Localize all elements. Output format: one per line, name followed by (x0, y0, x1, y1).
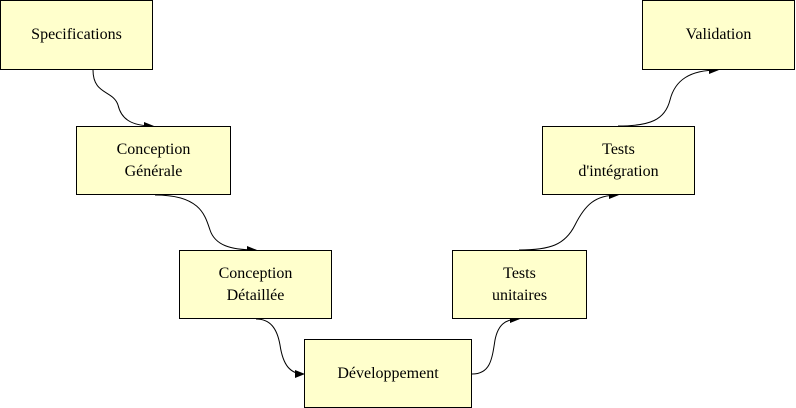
step-tests-unitaires: Tests unitaires (452, 250, 587, 319)
connector-developpement-to-tests-unitaires (471, 315, 520, 375)
connector-conception-detaillee-to-developpement (255, 318, 305, 378)
connector-specifications-to-conception-generale (92, 69, 154, 130)
step-conception-detaillee: Conception Détaillée (179, 250, 332, 319)
step-tests-unitaires-label: Tests unitaires (491, 264, 548, 304)
step-validation-label: Validation (685, 26, 752, 43)
step-specifications-label: Specifications (31, 26, 122, 43)
connector-conception-generale-to-conception-detaillee (154, 194, 257, 254)
step-conception-detaillee-label: Conception Détaillée (218, 264, 293, 304)
step-validation: Validation (642, 0, 795, 70)
step-tests-integration: Tests d'intégration (542, 126, 695, 195)
connector-tests-integration-to-validation (617, 66, 719, 127)
step-conception-generale-label: Conception Générale (116, 140, 191, 180)
step-conception-generale: Conception Générale (76, 126, 231, 195)
step-tests-integration-label: Tests d'intégration (578, 140, 659, 180)
step-developpement: Développement (304, 339, 472, 408)
connector-tests-unitaires-to-tests-integration (518, 191, 619, 251)
step-specifications: Specifications (0, 0, 153, 70)
step-developpement-label: Développement (337, 364, 439, 382)
